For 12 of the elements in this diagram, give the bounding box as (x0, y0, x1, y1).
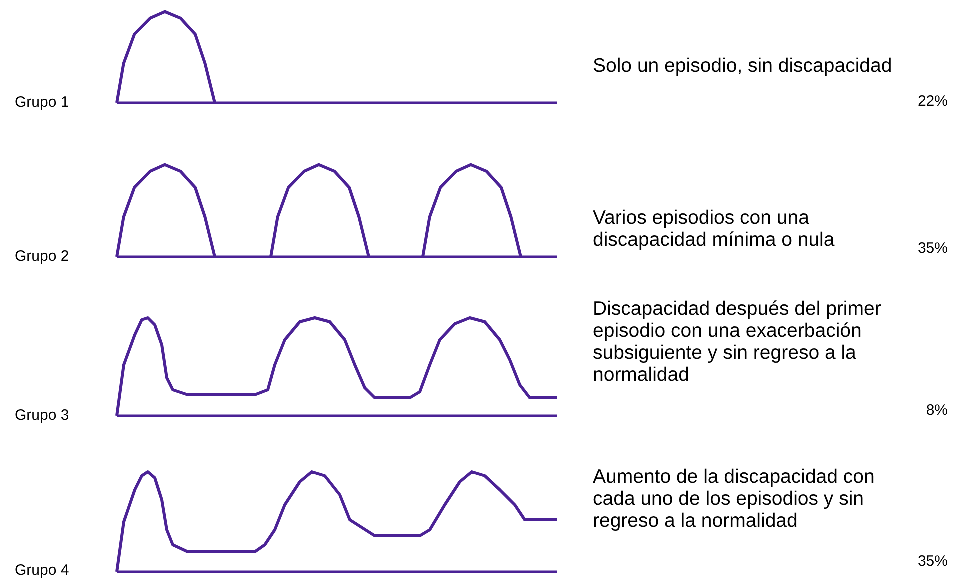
group-label: Grupo 4 (15, 562, 70, 579)
course-description: Aumento de la discapacidad con cada uno de los episodios y sin regreso a la normalidad (593, 466, 876, 532)
course-description: Discapacidad después del primer episodio con una exacerbación subsiguiente y sin regreso a la normalidad (593, 298, 882, 386)
percentage: 35% (916, 553, 948, 570)
percentage: 8% (925, 402, 948, 419)
percentage: 35% (916, 240, 948, 257)
percentage: 22% (916, 93, 948, 110)
course-description: Varios episodios con una discapacidad mínima o nula (593, 207, 836, 251)
group-label: Grupo 3 (15, 407, 70, 424)
group-label: Grupo 1 (15, 94, 70, 111)
course-description: Solo un episodio, sin discapacidad (593, 55, 893, 77)
group-label: Grupo 2 (15, 248, 70, 265)
